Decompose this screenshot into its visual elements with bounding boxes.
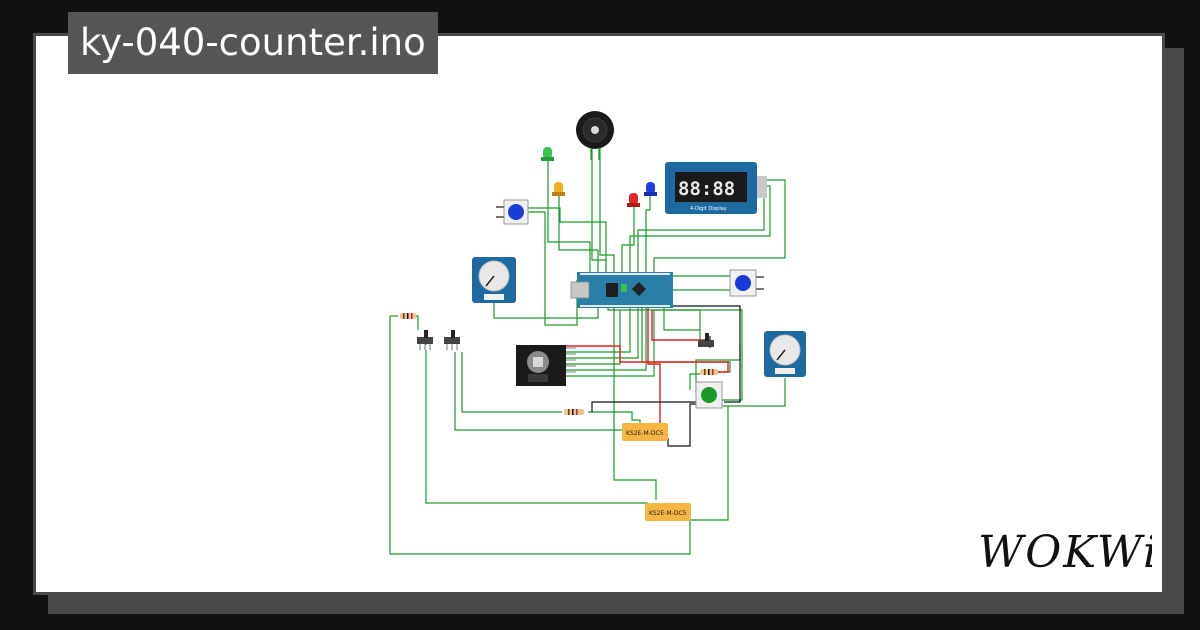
slide-switch-1[interactable] [417, 330, 433, 350]
resistor-1[interactable] [400, 313, 416, 319]
pushbutton-blue-left[interactable] [496, 199, 529, 225]
pushbutton-green[interactable] [695, 381, 723, 409]
display-label: 4-Digit Display [690, 206, 727, 212]
seven-segment-display[interactable]: 88:88 4-Digit Display [665, 162, 767, 214]
relay-2-label: KS2E-M-DC5 [649, 510, 687, 517]
wokwi-logo-text: WOKWi [978, 527, 1152, 578]
led-yellow[interactable] [552, 182, 565, 196]
led-green[interactable] [541, 147, 554, 161]
led-red[interactable] [627, 193, 640, 207]
pushbutton-blue-right[interactable] [729, 269, 764, 297]
resistor-3[interactable] [700, 369, 718, 375]
display-digits: 88:88 [678, 178, 735, 200]
project-title: ky-040-counter.ino [68, 12, 438, 74]
rotary-encoder[interactable] [516, 345, 576, 386]
buzzer[interactable] [576, 111, 614, 160]
led-blue[interactable] [644, 182, 657, 196]
wires-black [591, 305, 741, 447]
resistor-2[interactable] [564, 409, 584, 415]
relay-1-label: KS2E-M-DC5 [626, 430, 664, 437]
relay-1[interactable]: KS2E-M-DC5 [622, 423, 668, 441]
slide-switch-2[interactable] [444, 330, 460, 350]
potentiometer-left[interactable] [472, 257, 516, 303]
arduino-nano[interactable] [570, 272, 673, 308]
potentiometer-right[interactable] [764, 331, 806, 377]
slide-switch-3[interactable] [698, 333, 714, 347]
relay-2[interactable]: KS2E-M-DC5 [645, 503, 691, 521]
wokwi-logo: WOKWi [978, 527, 1152, 578]
